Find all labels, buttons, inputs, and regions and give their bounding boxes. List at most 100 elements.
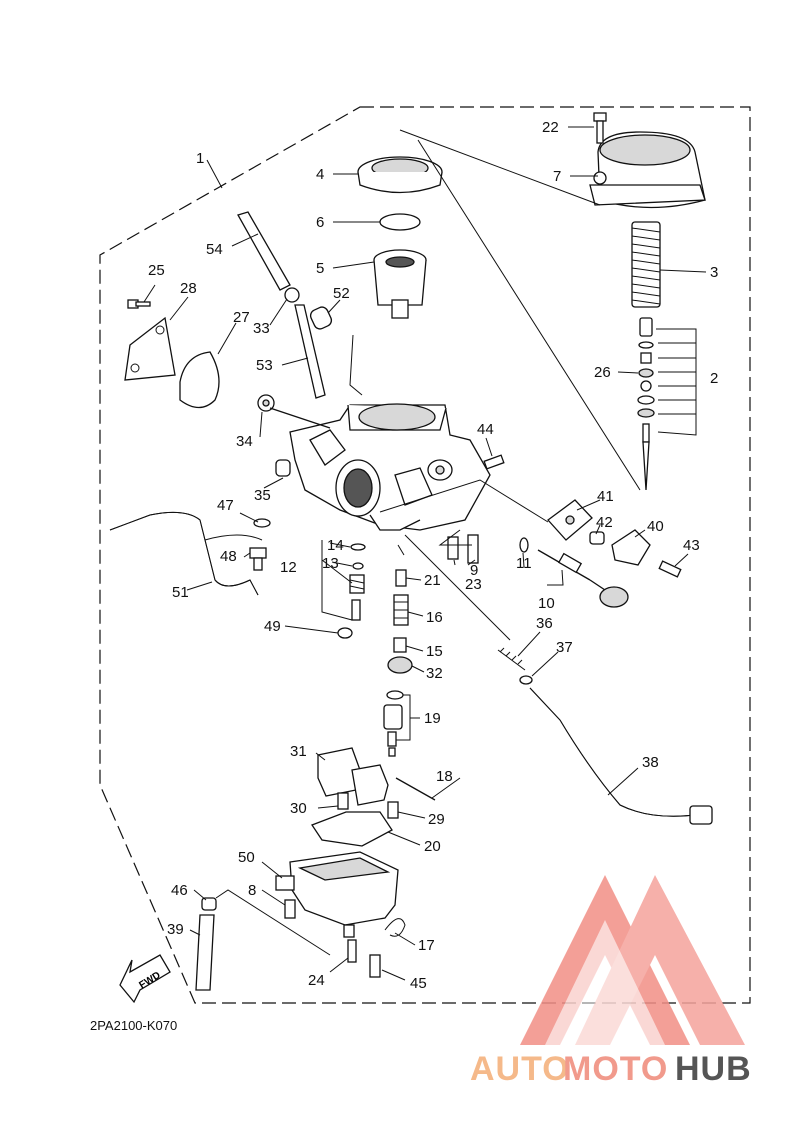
callout-13: 13 [322, 555, 339, 572]
watermark-logo [520, 875, 745, 1045]
callout-1: 1 [196, 150, 204, 167]
callout-20: 20 [424, 838, 441, 855]
piston-5 [373, 249, 427, 319]
callout-15: 15 [426, 643, 443, 660]
callout-38: 38 [642, 754, 659, 771]
callout-5: 5 [316, 260, 324, 277]
assembly-boundary [99, 106, 751, 1004]
callout-49: 49 [264, 618, 281, 635]
callout-7: 7 [553, 168, 561, 185]
diaphragm-4 [357, 156, 443, 194]
jet-9 [467, 534, 479, 564]
callout-46: 46 [171, 882, 188, 899]
callout-34: 34 [236, 433, 253, 450]
callout-14: 14 [327, 537, 344, 554]
seal-49 [337, 627, 353, 639]
nut-34 [257, 394, 275, 412]
leader-lines [143, 126, 707, 981]
callout-28: 28 [180, 280, 197, 297]
top-cover-7 [589, 131, 706, 209]
screw-22 [593, 112, 607, 144]
callout-26: 26 [594, 364, 611, 381]
float-valve-19 [383, 690, 404, 757]
callout-16: 16 [426, 609, 443, 626]
screw-29 [387, 801, 399, 819]
spring-3 [631, 221, 661, 308]
watermark-hub: HUB [675, 1050, 752, 1088]
plug-35 [275, 459, 291, 477]
screw-43 [658, 560, 682, 578]
o-ring-11 [519, 537, 529, 553]
callout-2: 2 [710, 370, 718, 387]
clamp-46 [201, 897, 217, 911]
callout-41: 41 [597, 488, 614, 505]
callout-10: 10 [538, 595, 555, 612]
cover-28 [124, 316, 176, 381]
needle-jet-21 [395, 569, 407, 587]
hose-51 [109, 511, 263, 596]
hose-54 [237, 211, 291, 291]
o-ring-14 [350, 543, 366, 551]
callout-45: 45 [410, 975, 427, 992]
callout-52: 52 [333, 285, 350, 302]
callout-33: 33 [253, 320, 270, 337]
gasket-27 [179, 351, 220, 409]
callout-36: 36 [536, 615, 553, 632]
callout-53: 53 [256, 357, 273, 374]
screw-30 [337, 792, 349, 810]
callout-50: 50 [238, 849, 255, 866]
callout-39: 39 [167, 921, 184, 938]
carburetor-body-1 [269, 403, 491, 531]
jet-15 [393, 637, 407, 653]
watermark-text: AUTO MOTO HUB [470, 1050, 752, 1088]
callout-24: 24 [308, 972, 325, 989]
callout-48: 48 [220, 548, 237, 565]
cap-52 [309, 306, 333, 330]
throttle-stop-screw-10 [537, 549, 629, 608]
spring-12 [349, 574, 365, 621]
callout-17: 17 [418, 937, 435, 954]
fwd-arrow-icon: FWD [119, 954, 171, 1004]
drain-screw-24 [343, 924, 357, 963]
diagram-code: 2PA2100-K070 [90, 1018, 177, 1033]
callout-30: 30 [290, 800, 307, 817]
float-bowl-50 [275, 851, 399, 926]
callout-21: 21 [424, 572, 441, 589]
callout-51: 51 [172, 584, 189, 601]
callout-40: 40 [647, 518, 664, 535]
washer-13 [352, 562, 364, 570]
main-jet-16 [393, 594, 409, 626]
watermark-auto: AUTO [470, 1050, 570, 1088]
screw-45 [369, 954, 381, 978]
callout-27: 27 [233, 309, 250, 326]
cable-38 [529, 687, 713, 825]
callout-25: 25 [148, 262, 165, 279]
callout-37: 37 [556, 639, 573, 656]
callout-18: 18 [436, 768, 453, 785]
callout-3: 3 [710, 264, 718, 281]
hose-53 [294, 304, 326, 399]
callout-44: 44 [477, 421, 494, 438]
spring-36 [497, 647, 526, 671]
callout-29: 29 [428, 811, 445, 828]
callout-54: 54 [206, 241, 223, 258]
washer-47 [253, 518, 271, 528]
callout-11: 11 [516, 555, 532, 572]
callout-23: 23 [465, 576, 482, 593]
callout-42: 42 [596, 514, 613, 531]
callout-8: 8 [248, 882, 256, 899]
callout-32: 32 [426, 665, 443, 682]
callout-12: 12 [280, 559, 297, 576]
callout-4: 4 [316, 166, 324, 183]
callout-47: 47 [217, 497, 234, 514]
callout-35: 35 [254, 487, 271, 504]
cover-41 [547, 499, 593, 541]
needle-set-2 [637, 317, 655, 491]
spring-42 [589, 531, 605, 545]
fitting-48 [249, 547, 267, 571]
spring-17 [384, 918, 406, 937]
callout-19: 19 [424, 710, 441, 727]
jet-23 [447, 536, 459, 560]
o-ring-6 [379, 213, 421, 231]
